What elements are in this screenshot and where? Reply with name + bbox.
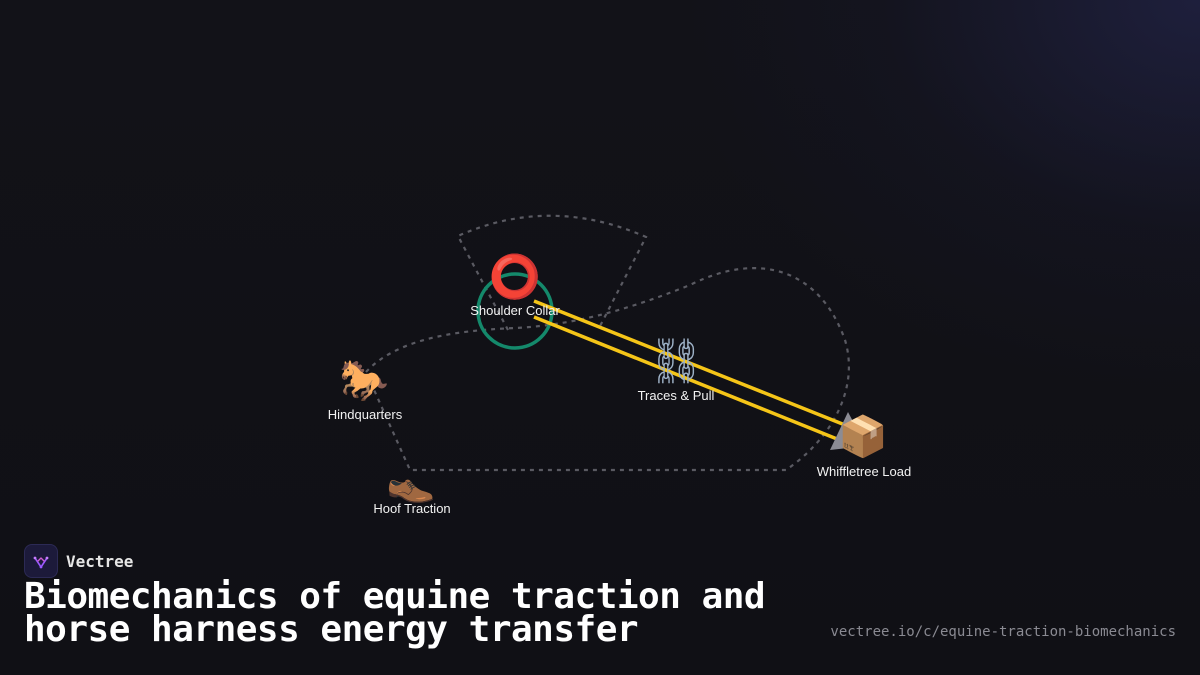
node-label-hoof-traction: Hoof Traction <box>373 501 451 516</box>
ring-icon: ⭕ <box>488 252 542 301</box>
trace-line-upper <box>533 299 851 429</box>
chain-icon: ⛓ <box>648 336 704 387</box>
node-label-whiffletree-load: Whiffletree Load <box>816 464 912 479</box>
node-label-traces-pull: Traces & Pull <box>637 388 715 403</box>
horse-icon: 🐎 <box>339 358 389 404</box>
page-title: Biomechanics of equine traction and hors… <box>24 576 766 650</box>
brand-name: Vectree <box>66 551 134 571</box>
horse-body-outline <box>364 267 850 472</box>
source-url[interactable]: vectree.io/c/equine-traction-biomechanic… <box>830 624 1176 640</box>
shoe-icon: 👞 <box>386 459 436 505</box>
brand[interactable]: Vectree <box>24 544 133 578</box>
vectree-logo-icon <box>24 544 58 578</box>
collar-ring <box>476 272 554 350</box>
node-label-hindquarters: Hindquarters <box>327 407 403 422</box>
force-arrow-icon <box>830 412 866 450</box>
package-icon: 📦 <box>838 414 888 460</box>
node-label-shoulder-collar: Shoulder Collar <box>470 303 560 318</box>
trace-line-lower <box>533 315 843 443</box>
